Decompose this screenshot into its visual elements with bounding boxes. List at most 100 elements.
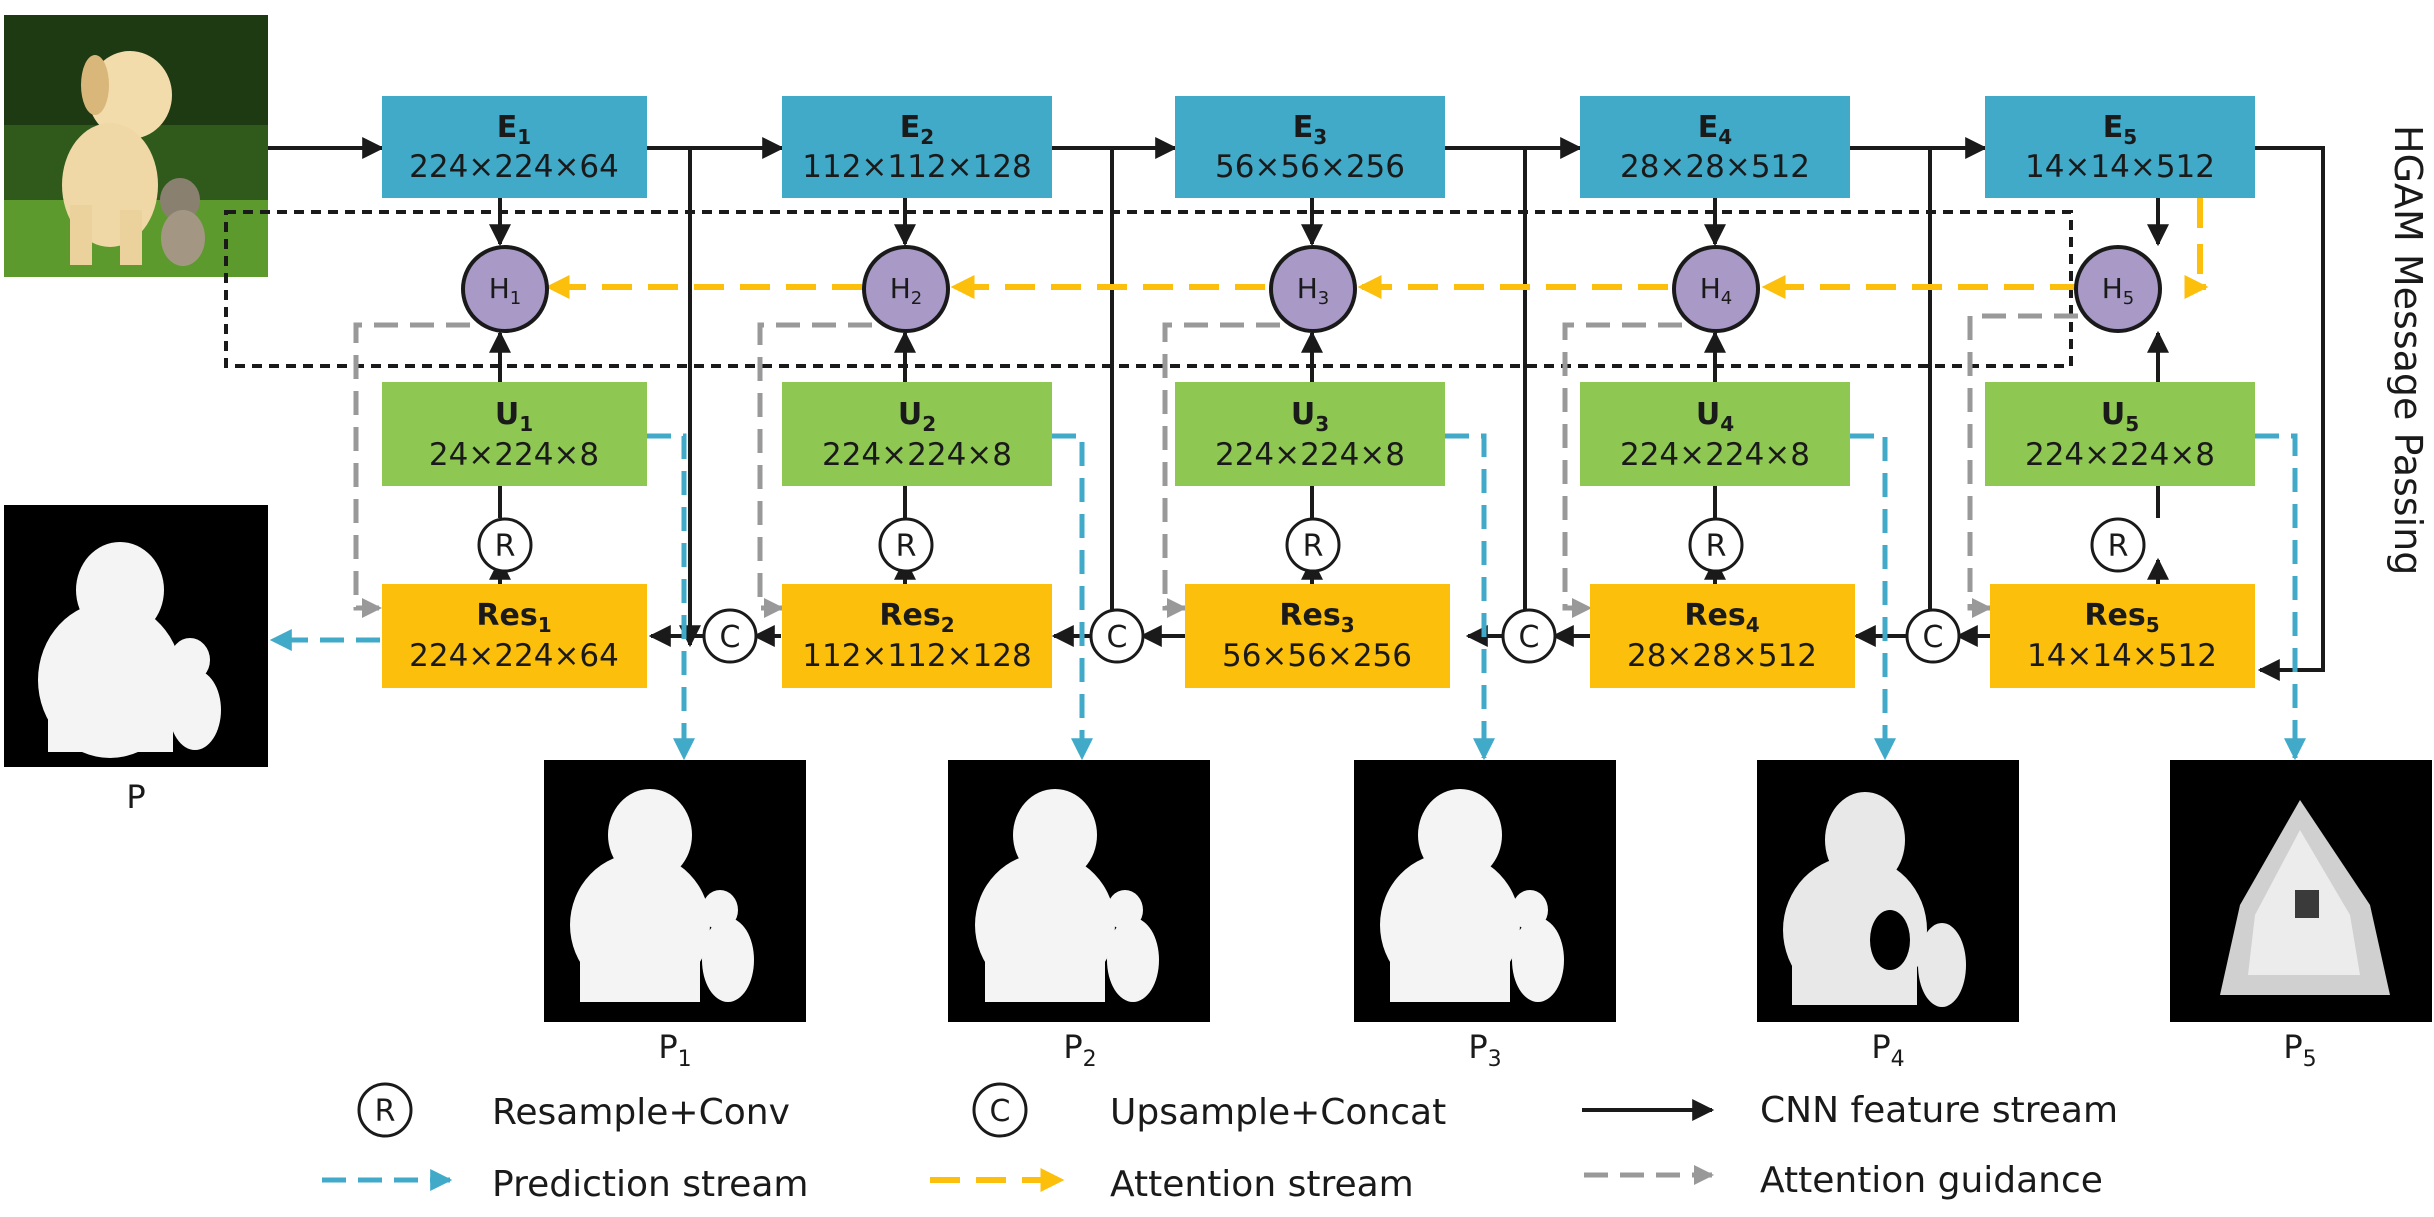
svg-text:U4: U4 [1696,397,1734,436]
upsample-dims: 224×224×8 [822,437,1012,473]
legend-prediction: Prediction stream [322,1164,808,1205]
encoder-label: E [900,110,921,145]
svg-text:U3: U3 [1291,397,1329,436]
res-sub: 3 [1341,613,1355,637]
upsample-sub: 4 [1720,412,1734,436]
encoder-label: E [2103,110,2124,145]
upsample-block: U1 24×224×8 [382,382,647,486]
res-label: Res [1279,598,1340,633]
res-dims: 224×224×64 [409,638,619,674]
hgam-node-label: H [2102,272,2123,305]
hgam-node-sub: 5 [2123,288,2134,309]
svg-text:H2: H2 [890,272,923,309]
hgam-node: H1 [461,245,549,333]
concat-symbol: C [720,620,741,655]
svg-text:P3: P3 [1468,1028,1501,1072]
res-block: Res4 28×28×512 [1590,584,1855,688]
svg-text:E2: E2 [900,110,934,149]
legend-resample: R Resample+Conv [357,1082,790,1138]
encoder-block: E3 56×56×256 [1175,96,1445,198]
res-label: Res [476,598,537,633]
resample-op: R [878,517,934,573]
hgam-node: H5 [2074,245,2162,333]
concat-op: C [1905,608,1961,664]
hgam-node: H4 [1672,245,1760,333]
encoder-sub: 4 [1718,125,1732,149]
attention-stream [545,198,2209,299]
svg-text:E3: E3 [1293,110,1327,149]
hgam-node-label: H [489,272,510,305]
hgam-node-label: H [890,272,911,305]
res-dims: 14×14×512 [2027,638,2217,674]
legend-resample-label: Resample+Conv [492,1092,790,1133]
side-output-label: P [658,1028,677,1066]
res-blocks: Res1 224×224×64 Res2 112×112×128 Res3 56… [382,584,2255,688]
upsample-sub: 2 [922,412,936,436]
encoder-block: E2 112×112×128 [782,96,1052,198]
res-dims: 56×56×256 [1222,638,1412,674]
concat-legend-symbol: C [990,1094,1011,1129]
svg-text:Res2: Res2 [879,598,954,637]
upsample-label: U [1291,397,1315,432]
upsample-block: U2 224×224×8 [782,382,1052,486]
upsample-dims: 224×224×8 [2025,437,2215,473]
side-output: P2 [948,760,1210,1072]
side-output-sub: 5 [2303,1047,2317,1072]
encoder-block: E4 28×28×512 [1580,96,1850,198]
concat-symbol: C [1923,620,1944,655]
upsample-sub: 3 [1315,412,1329,436]
side-output-sub: 2 [1083,1047,1097,1072]
legend-guidance: Attention guidance [1584,1160,2103,1201]
concat-operators: C C C C [702,608,1961,664]
side-output: P5 [2170,760,2432,1072]
upsample-sub: 1 [519,412,533,436]
resample-legend-icon [357,1082,413,1138]
svg-text:Res1: Res1 [476,598,551,637]
side-output-image [1354,760,1616,1022]
concat-legend-icon [972,1082,1028,1138]
legend-concat: C Upsample+Concat [972,1082,1446,1138]
res-block: Res3 56×56×256 [1185,584,1450,688]
prediction-stream [269,433,2306,761]
upsample-dims: 224×224×8 [1215,437,1405,473]
svg-text:E5: E5 [2103,110,2137,149]
resample-symbol: R [1706,529,1727,564]
svg-text:P4: P4 [1871,1028,1904,1072]
upsample-block: U4 224×224×8 [1580,382,1850,486]
concat-symbol: C [1107,620,1128,655]
encoder-dims: 112×112×128 [802,149,1031,185]
encoder-dims: 224×224×64 [409,149,619,185]
svg-text:H5: H5 [2102,272,2135,309]
encoder-blocks: E1 224×224×64 E2 112×112×128 E3 56×56×25… [382,96,2255,198]
side-output: P1 [544,760,806,1072]
concat-op: C [702,608,758,664]
hgam-node-label: H [1297,272,1318,305]
legend-cnn: CNN feature stream [1582,1090,2118,1131]
res-block: Res2 112×112×128 [782,584,1052,688]
cnn-feature-stream [268,137,2325,681]
side-output: P3 [1354,760,1616,1072]
final-prediction-image [4,505,268,767]
svg-text:U5: U5 [2101,397,2139,436]
legend-attention-label: Attention stream [1110,1164,1414,1205]
concat-op: C [1501,608,1557,664]
encoder-label: E [1293,110,1314,145]
hgam-node: H2 [862,245,950,333]
encoder-dims: 14×14×512 [2025,149,2215,185]
attention-guidance [353,313,2078,618]
upsample-block: U3 224×224×8 [1175,382,1445,486]
resample-symbol: R [896,529,917,564]
res-block: Res5 14×14×512 [1990,584,2255,688]
resample-symbol: R [495,529,516,564]
resample-op: R [2090,517,2146,573]
upsample-block: U5 224×224×8 [1985,382,2255,486]
side-output-image [1757,760,2019,1022]
hgam-nodes: H1 H2 H3 H4 H5 [461,245,2162,333]
input-image [4,15,268,277]
svg-text:P1: P1 [658,1028,691,1072]
hgam-node-sub: 4 [1721,288,1732,309]
svg-text:H4: H4 [1700,272,1733,309]
svg-text:H1: H1 [489,272,522,309]
side-output-sub: 4 [1891,1047,1905,1072]
upsample-label: U [2101,397,2125,432]
